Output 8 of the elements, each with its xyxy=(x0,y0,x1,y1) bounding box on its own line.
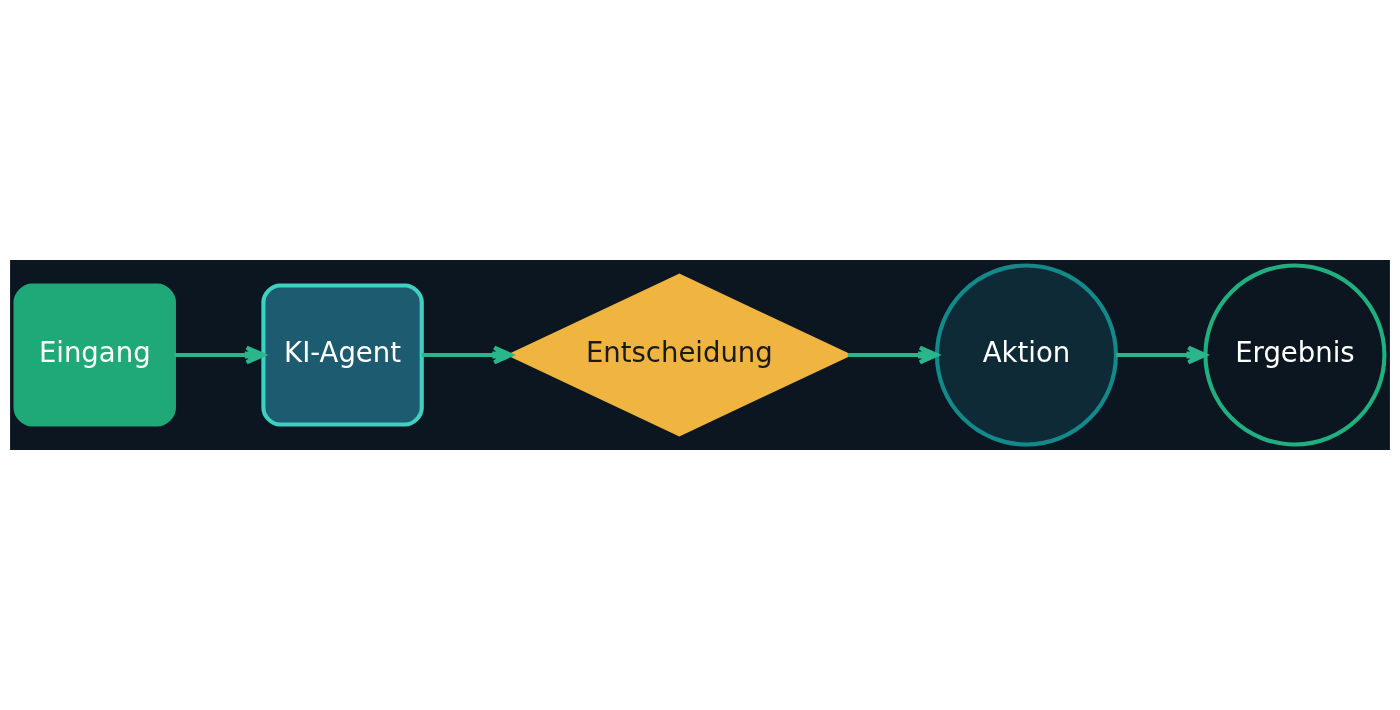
node-box: Eingang xyxy=(13,283,176,427)
arrow xyxy=(174,345,266,365)
arrow xyxy=(847,345,939,365)
arrow xyxy=(421,345,513,365)
node-circle: Ergebnis xyxy=(1203,263,1387,447)
node-circle: Aktion xyxy=(934,263,1118,447)
arrow xyxy=(1116,345,1208,365)
node-box: KI-Agent xyxy=(261,283,424,427)
